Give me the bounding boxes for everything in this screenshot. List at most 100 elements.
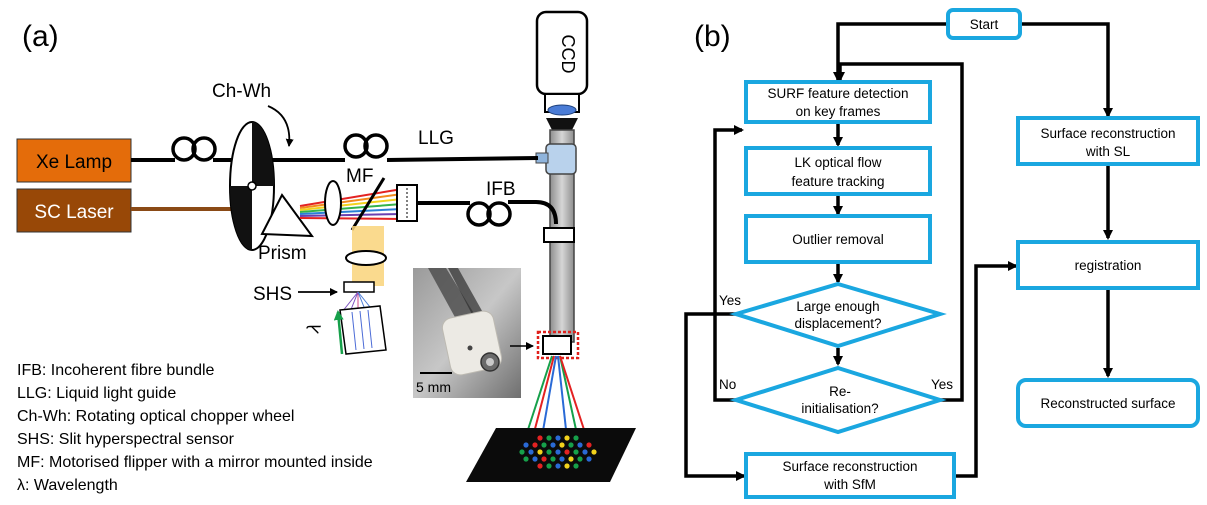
ifb-coils xyxy=(466,201,512,227)
node-reinit-line1: Re- xyxy=(829,384,851,399)
scale-bar-label: 5 mm xyxy=(416,379,451,395)
projected-dot xyxy=(546,435,552,441)
projected-dot xyxy=(541,442,547,448)
node-surf xyxy=(744,80,932,124)
xe-lamp-box xyxy=(16,138,132,183)
panel-a: (a) CCD Xe Lamp SC Laser LLG xyxy=(16,10,636,494)
projected-dot xyxy=(550,456,556,462)
projected-dot xyxy=(573,435,579,441)
edge-start-surf xyxy=(833,22,948,82)
projected-dot xyxy=(559,442,565,448)
node-lk xyxy=(744,146,932,196)
projected-dot xyxy=(532,456,538,462)
projected-dot xyxy=(555,463,561,469)
projected-dot xyxy=(555,435,561,441)
llg-label: LLG xyxy=(418,128,454,149)
projected-dot xyxy=(577,456,583,462)
mf-label: MF xyxy=(346,166,373,187)
node-reconstructed-label: Reconstructed surface xyxy=(1040,396,1175,411)
node-sl-line1: Surface reconstruction xyxy=(1040,126,1175,141)
node-reinit-line2: initialisation? xyxy=(801,401,878,416)
projected-dot xyxy=(564,463,570,469)
shs-sensor xyxy=(339,305,387,355)
edge-yes-surf xyxy=(835,62,964,402)
projected-dot xyxy=(523,456,529,462)
node-reinit xyxy=(729,365,947,435)
ifb-label: IFB xyxy=(486,179,516,200)
projected-dot xyxy=(586,456,592,462)
node-registration xyxy=(1016,240,1200,290)
ccd-label: CCD xyxy=(558,35,578,74)
node-lk-line2: feature tracking xyxy=(791,174,884,189)
shs-slit xyxy=(343,281,375,293)
projected-dot xyxy=(577,442,583,448)
light-connector xyxy=(545,143,577,175)
panel-b-label: (b) xyxy=(694,20,731,53)
rainbow-beams xyxy=(299,188,403,220)
legend-ch-wh: Ch-Wh: Rotating optical chopper wheel xyxy=(17,408,294,425)
edge-sfm-registration xyxy=(954,261,1018,478)
collimating-lens xyxy=(324,180,342,226)
node-reconstructed xyxy=(1016,378,1200,428)
ch-wh-label: Ch-Wh xyxy=(212,81,271,102)
node-start xyxy=(946,8,1022,40)
projected-dot xyxy=(564,449,570,455)
node-registration-label: registration xyxy=(1075,258,1142,273)
projected-dot xyxy=(546,463,552,469)
node-outlier-label: Outlier removal xyxy=(792,232,884,247)
node-sfm-line2: with SfM xyxy=(823,477,876,492)
ifb-input xyxy=(396,184,418,222)
projected-dot xyxy=(550,442,556,448)
legend-ifb: IFB: Incoherent fibre bundle xyxy=(17,362,215,379)
legend-llg: LLG: Liquid light guide xyxy=(17,385,176,402)
legend-mf: MF: Motorised flipper with a mirror moun… xyxy=(17,454,373,471)
projected-dot xyxy=(582,449,588,455)
projected-dot xyxy=(559,456,565,462)
prism xyxy=(260,193,315,238)
projected-dot xyxy=(564,435,570,441)
projected-dot xyxy=(568,456,574,462)
wavelength-arrow xyxy=(333,310,344,355)
node-large-line2: displacement? xyxy=(794,316,881,331)
edge-label-yes-large: Yes xyxy=(719,293,741,308)
projected-dot xyxy=(555,449,561,455)
projected-dot xyxy=(573,463,579,469)
xe-lamp-label: Xe Lamp xyxy=(36,152,112,173)
panel-b: (b) xyxy=(684,8,1200,499)
node-lk-line1: LK optical flow xyxy=(794,155,881,170)
projected-dot xyxy=(541,456,547,462)
node-start-label: Start xyxy=(970,17,999,32)
node-surf-line1: SURF feature detection xyxy=(767,86,908,101)
chopper-wheel xyxy=(229,121,275,251)
node-large-enough xyxy=(729,281,947,349)
projected-dot xyxy=(568,442,574,448)
shs-label: SHS xyxy=(253,284,292,305)
lambda-label: λ xyxy=(303,320,325,335)
ccd-camera: CCD xyxy=(535,10,589,130)
node-surf-line2: on key frames xyxy=(796,104,881,119)
fibre-coupler xyxy=(543,227,575,243)
node-sfm xyxy=(744,452,956,499)
legend: IFB: Incoherent fibre bundle LLG: Liquid… xyxy=(17,362,373,494)
edge-label-no: No xyxy=(719,377,736,392)
probe-photo: 5 mm xyxy=(413,268,521,398)
projected-dot xyxy=(537,435,543,441)
sc-laser-box xyxy=(16,188,132,233)
ch-wh-arrow xyxy=(267,105,294,147)
edge-yes-sfm xyxy=(684,312,746,481)
projected-dot xyxy=(523,442,529,448)
projected-dot xyxy=(591,449,597,455)
ccd-mount xyxy=(546,118,578,130)
mf-mirror xyxy=(350,177,386,231)
target-surface xyxy=(466,428,636,482)
projected-dot xyxy=(586,442,592,448)
sc-laser-label: SC Laser xyxy=(34,202,114,223)
projected-dot xyxy=(537,449,543,455)
projected-dot xyxy=(532,442,538,448)
projected-dots xyxy=(519,435,597,469)
projected-dot xyxy=(519,449,525,455)
node-sl-line2: with SL xyxy=(1085,144,1131,159)
prism-label: Prism xyxy=(258,243,307,264)
edge-label-yes-reinit: Yes xyxy=(931,377,953,392)
